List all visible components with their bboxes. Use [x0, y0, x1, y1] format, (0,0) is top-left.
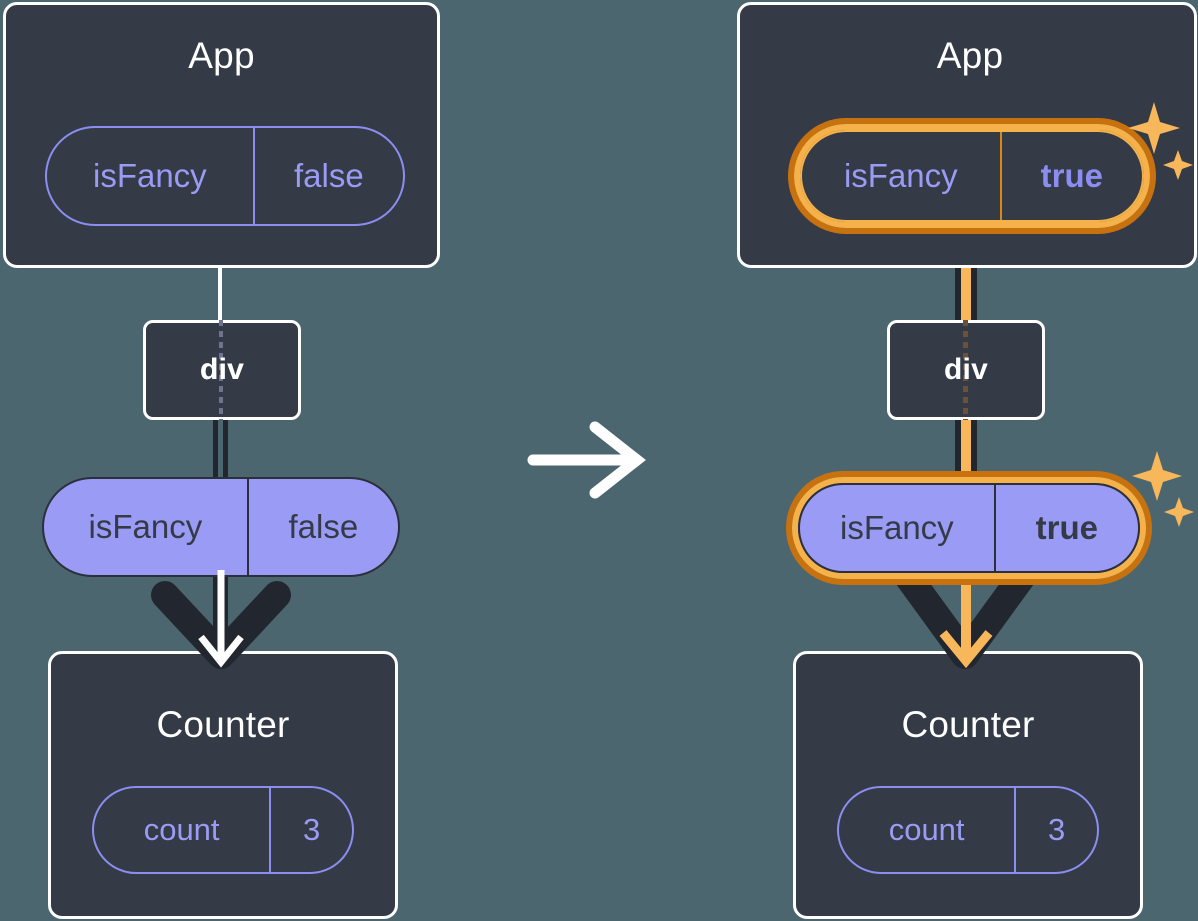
counter-component-box-left: Counter count 3: [48, 651, 398, 919]
counter-pill-value-left: 3: [269, 788, 352, 872]
counter-component-box-right: Counter count 3: [793, 651, 1143, 919]
app-state-pill-left[interactable]: isFancy false: [45, 126, 405, 226]
pill-value-left-app: false: [252, 128, 403, 224]
app-component-box-left: App isFancy false: [3, 2, 440, 268]
prop-pill-key-left: isFancy: [88, 508, 203, 545]
connector-pill-to-counter-left-a: [213, 572, 218, 660]
counter-pill-key-left: count: [143, 812, 220, 847]
counter-title-right: Counter: [901, 704, 1035, 745]
prop-pill-right[interactable]: isFancy true: [798, 483, 1140, 573]
prop-pill-left[interactable]: isFancy false: [42, 477, 400, 577]
div-node-label-left: div: [200, 353, 244, 386]
counter-pill-key-right: count: [888, 812, 965, 847]
prop-pill-key-right: isFancy: [839, 509, 954, 546]
div-node-box-left: div: [143, 320, 301, 420]
sparkle-icon-app-right: [1128, 102, 1193, 180]
pill-key-right-app: isFancy: [843, 157, 958, 194]
prop-pill-value-right: true: [993, 485, 1138, 571]
transition-arrow-right-icon: [527, 421, 646, 499]
counter-state-pill-left[interactable]: count 3: [92, 786, 354, 874]
div-node-label-right: div: [944, 353, 988, 386]
app-title-right: App: [936, 35, 1004, 76]
div-node-box-right: div: [887, 320, 1045, 420]
pill-value-right-app: true: [999, 132, 1142, 220]
counter-pill-value-right: 3: [1014, 788, 1097, 872]
arrow-down-icon-left-inner: [198, 570, 244, 668]
div-passthrough-line-right: [963, 320, 968, 420]
connector-app-to-div-right-a: [955, 222, 961, 327]
connector-pill-to-counter-left-b: [223, 572, 228, 660]
prop-pill-value-left: false: [246, 479, 398, 575]
counter-state-pill-right[interactable]: count 3: [837, 786, 1099, 874]
counter-title-left: Counter: [156, 704, 290, 745]
connector-div-to-pill-left-b: [223, 418, 228, 480]
app-title-left: App: [188, 35, 255, 76]
connector-div-to-pill-right-highlight: [961, 418, 971, 482]
connector-div-to-pill-right-a: [955, 418, 961, 482]
connector-app-to-div-left: [218, 265, 222, 325]
div-passthrough-line-left: [219, 320, 223, 420]
pill-key-left-app: isFancy: [92, 157, 207, 194]
connector-app-to-div-right-highlight: [961, 222, 971, 327]
sparkle-icon-prop-right: [1132, 451, 1194, 527]
connector-div-to-pill-right-b: [971, 418, 977, 482]
app-state-pill-right[interactable]: isFancy true: [800, 130, 1144, 222]
connector-app-to-div-right-b: [971, 222, 977, 327]
arrow-down-icon-right-inner: [939, 570, 993, 669]
connector-div-to-pill-left-a: [213, 418, 218, 480]
